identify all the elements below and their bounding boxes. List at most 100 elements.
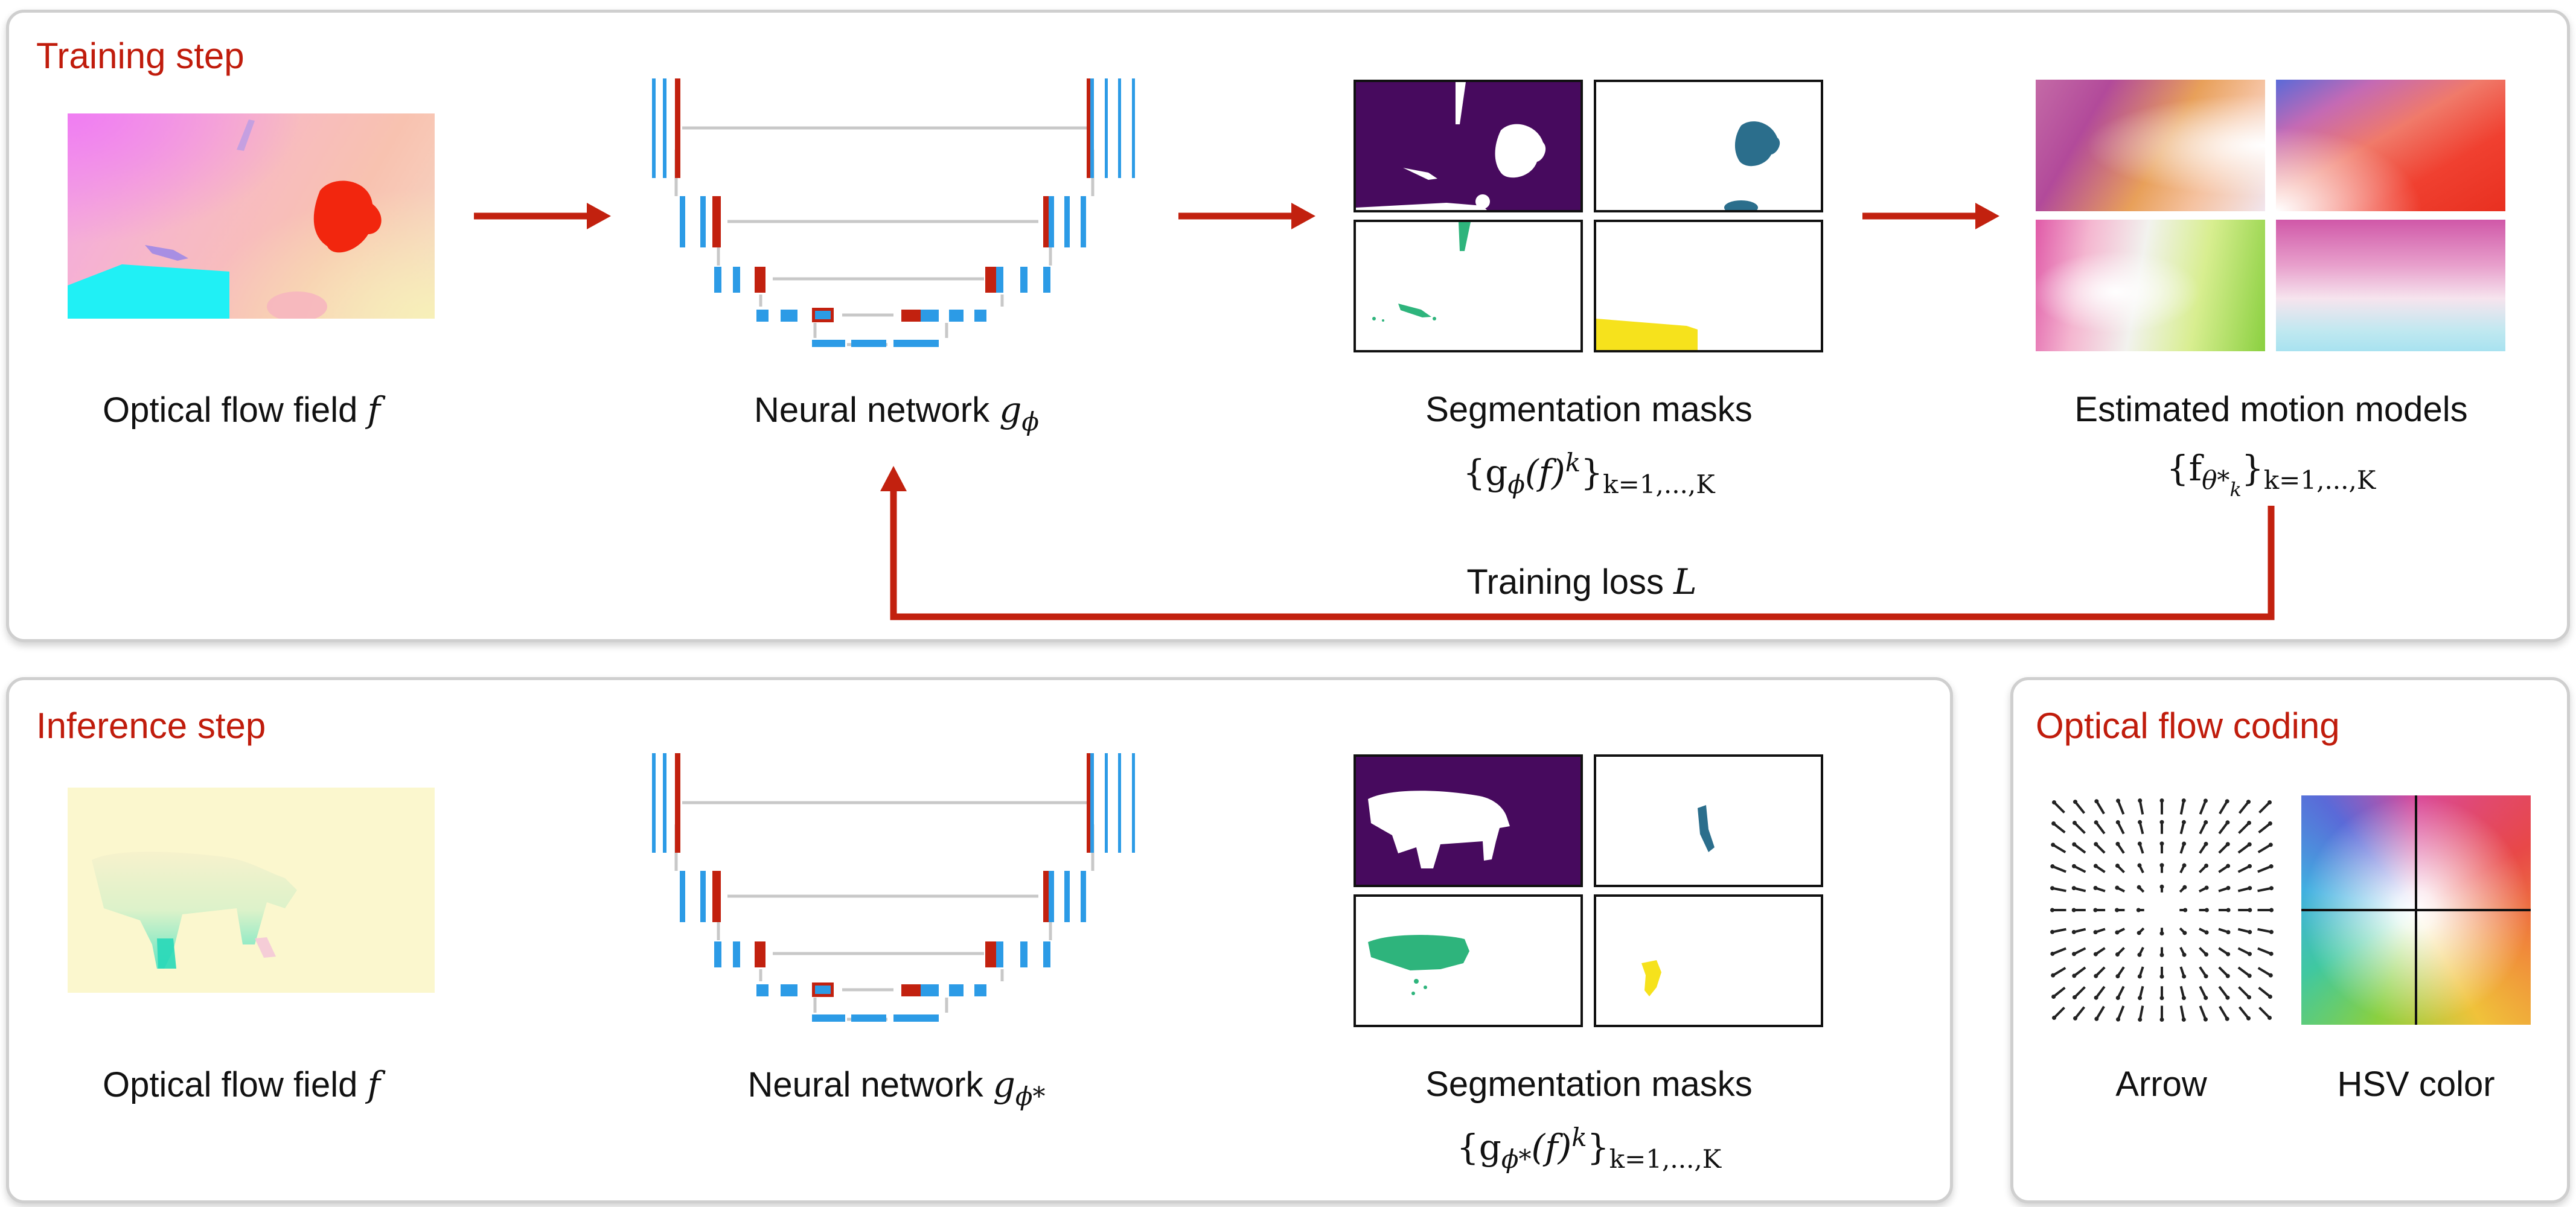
flow-arrow-head (2181, 996, 2186, 1001)
flow-arrow-head (2052, 800, 2057, 805)
inference-mask-2 (1594, 754, 1823, 887)
unet-layer (815, 986, 831, 994)
inference-mask-4 (1594, 894, 1823, 1027)
flow-arrow-head (2051, 973, 2056, 978)
training-mask-2 (1594, 80, 1823, 212)
unet-layer (652, 78, 656, 178)
inference-flow-caption: Optical flow field f (103, 1064, 380, 1105)
flow-arrow-head (2071, 886, 2076, 891)
flow-arrow-head (2247, 973, 2252, 978)
flow-arrow (2257, 947, 2272, 955)
flow-arrow-head (2093, 908, 2098, 912)
unet-encoder-blocks (652, 78, 886, 347)
flow-arrow-head (2182, 931, 2187, 935)
flow-arrow (2238, 822, 2250, 834)
flow-arrow-head (2226, 908, 2231, 912)
flow-arrow-head (2138, 996, 2143, 1001)
flow-arrow-head (2225, 842, 2230, 847)
flow-arrow (2095, 986, 2106, 999)
flow-arrow-head (2137, 952, 2142, 957)
flow-arrow-head (2050, 864, 2055, 869)
arrow-label: Arrow (2115, 1065, 2207, 1104)
unet-layer (1043, 267, 1050, 293)
unet-layer (1081, 871, 1086, 922)
unet-layer (733, 267, 740, 293)
flow-arrow-head (2137, 841, 2142, 846)
flow-arrow-head (2247, 864, 2252, 868)
flow-arrow (2074, 822, 2086, 834)
unet-layer (1064, 871, 1070, 922)
motion-model-4 (2276, 220, 2505, 351)
unet-layer (1049, 196, 1054, 247)
flow-arrow-head (2159, 841, 2164, 846)
flow-arrow (2053, 986, 2066, 998)
unet-layer (1105, 753, 1108, 853)
flow-arrow-head (2225, 1016, 2229, 1021)
training-masks-caption: Segmentation masks (1425, 390, 1753, 429)
flow-arrow-head (2050, 886, 2055, 891)
models-caption: Estimated motion models (2074, 390, 2468, 429)
flow-arrow (2053, 1007, 2065, 1019)
flow-arrow-head (2204, 952, 2209, 957)
flow-arrow (2053, 801, 2065, 814)
unet-layer (714, 267, 721, 293)
flow-arrow-head (2247, 952, 2252, 957)
flow-arrow-head (2050, 908, 2054, 912)
flow-arrow-head (2052, 1015, 2057, 1020)
inference-masks-formula: {gϕ*(f)k}k=1,...,K (1456, 1123, 1722, 1174)
flow-arrow (2074, 1006, 2086, 1019)
flow-arrow (2199, 986, 2207, 999)
unet-layer (851, 1014, 886, 1022)
flow-arrow-head (2073, 1016, 2078, 1021)
flow-arrow (2052, 967, 2066, 976)
flow-arrow (2219, 800, 2228, 815)
flow-arrow-head (2093, 930, 2098, 935)
flow-arrow-head (2051, 842, 2056, 847)
models-formula: {fθ*k}k=1,...,K (2166, 448, 2376, 501)
unet-layer (1105, 78, 1108, 178)
flow-arrow-head (2073, 995, 2077, 999)
flow-arrow (2052, 844, 2066, 853)
unet-layer (733, 941, 740, 967)
flow-arrow-head (2246, 800, 2251, 804)
flow-arrow-head (2225, 820, 2230, 825)
training-flow-field-image (68, 113, 435, 319)
unet-layer (1081, 196, 1086, 247)
flow-arrow-head (2093, 952, 2098, 957)
cyan-region (68, 264, 229, 319)
flow-arrow-head (2204, 974, 2208, 979)
flow-arrow (2052, 928, 2066, 934)
flow-arrow (2238, 801, 2250, 814)
flow-arrow (2258, 986, 2271, 998)
flow-arrow-head (2137, 863, 2142, 868)
flow-arrow (2073, 966, 2086, 977)
flow-arrow (2138, 1005, 2144, 1020)
unet-layer (700, 196, 706, 247)
flow-arrow (2257, 844, 2272, 853)
flow-arrow (2257, 865, 2272, 873)
flow-arrow-head (2267, 800, 2272, 805)
training-mask-1 (1354, 80, 1583, 212)
training-step-title: Training step (36, 36, 244, 76)
unet-layer (921, 984, 939, 996)
flow-arrow-head (2182, 885, 2187, 890)
unet-layer (1043, 941, 1050, 967)
flow-arrow-head (2115, 885, 2120, 890)
flow-arrow (2073, 843, 2086, 854)
unet-layer (893, 340, 939, 347)
flow-arrow-head (2204, 885, 2209, 890)
flow-arrow-head (2182, 952, 2187, 957)
flow-arrow-head (2115, 863, 2120, 868)
purple-bird (145, 245, 188, 261)
flow-arrow-head (2159, 952, 2164, 957)
flow-arrow-head (2159, 884, 2164, 889)
flow-arrow-head (2094, 973, 2098, 978)
unet-layer (663, 78, 666, 178)
flow-arrow-head (2159, 820, 2164, 824)
flow-arrow-head (2204, 930, 2209, 935)
flow-arrow (2218, 986, 2229, 999)
unet-layer (680, 871, 685, 922)
flow-arrow-head (2248, 908, 2252, 912)
flow-arrow-head (2226, 930, 2231, 935)
